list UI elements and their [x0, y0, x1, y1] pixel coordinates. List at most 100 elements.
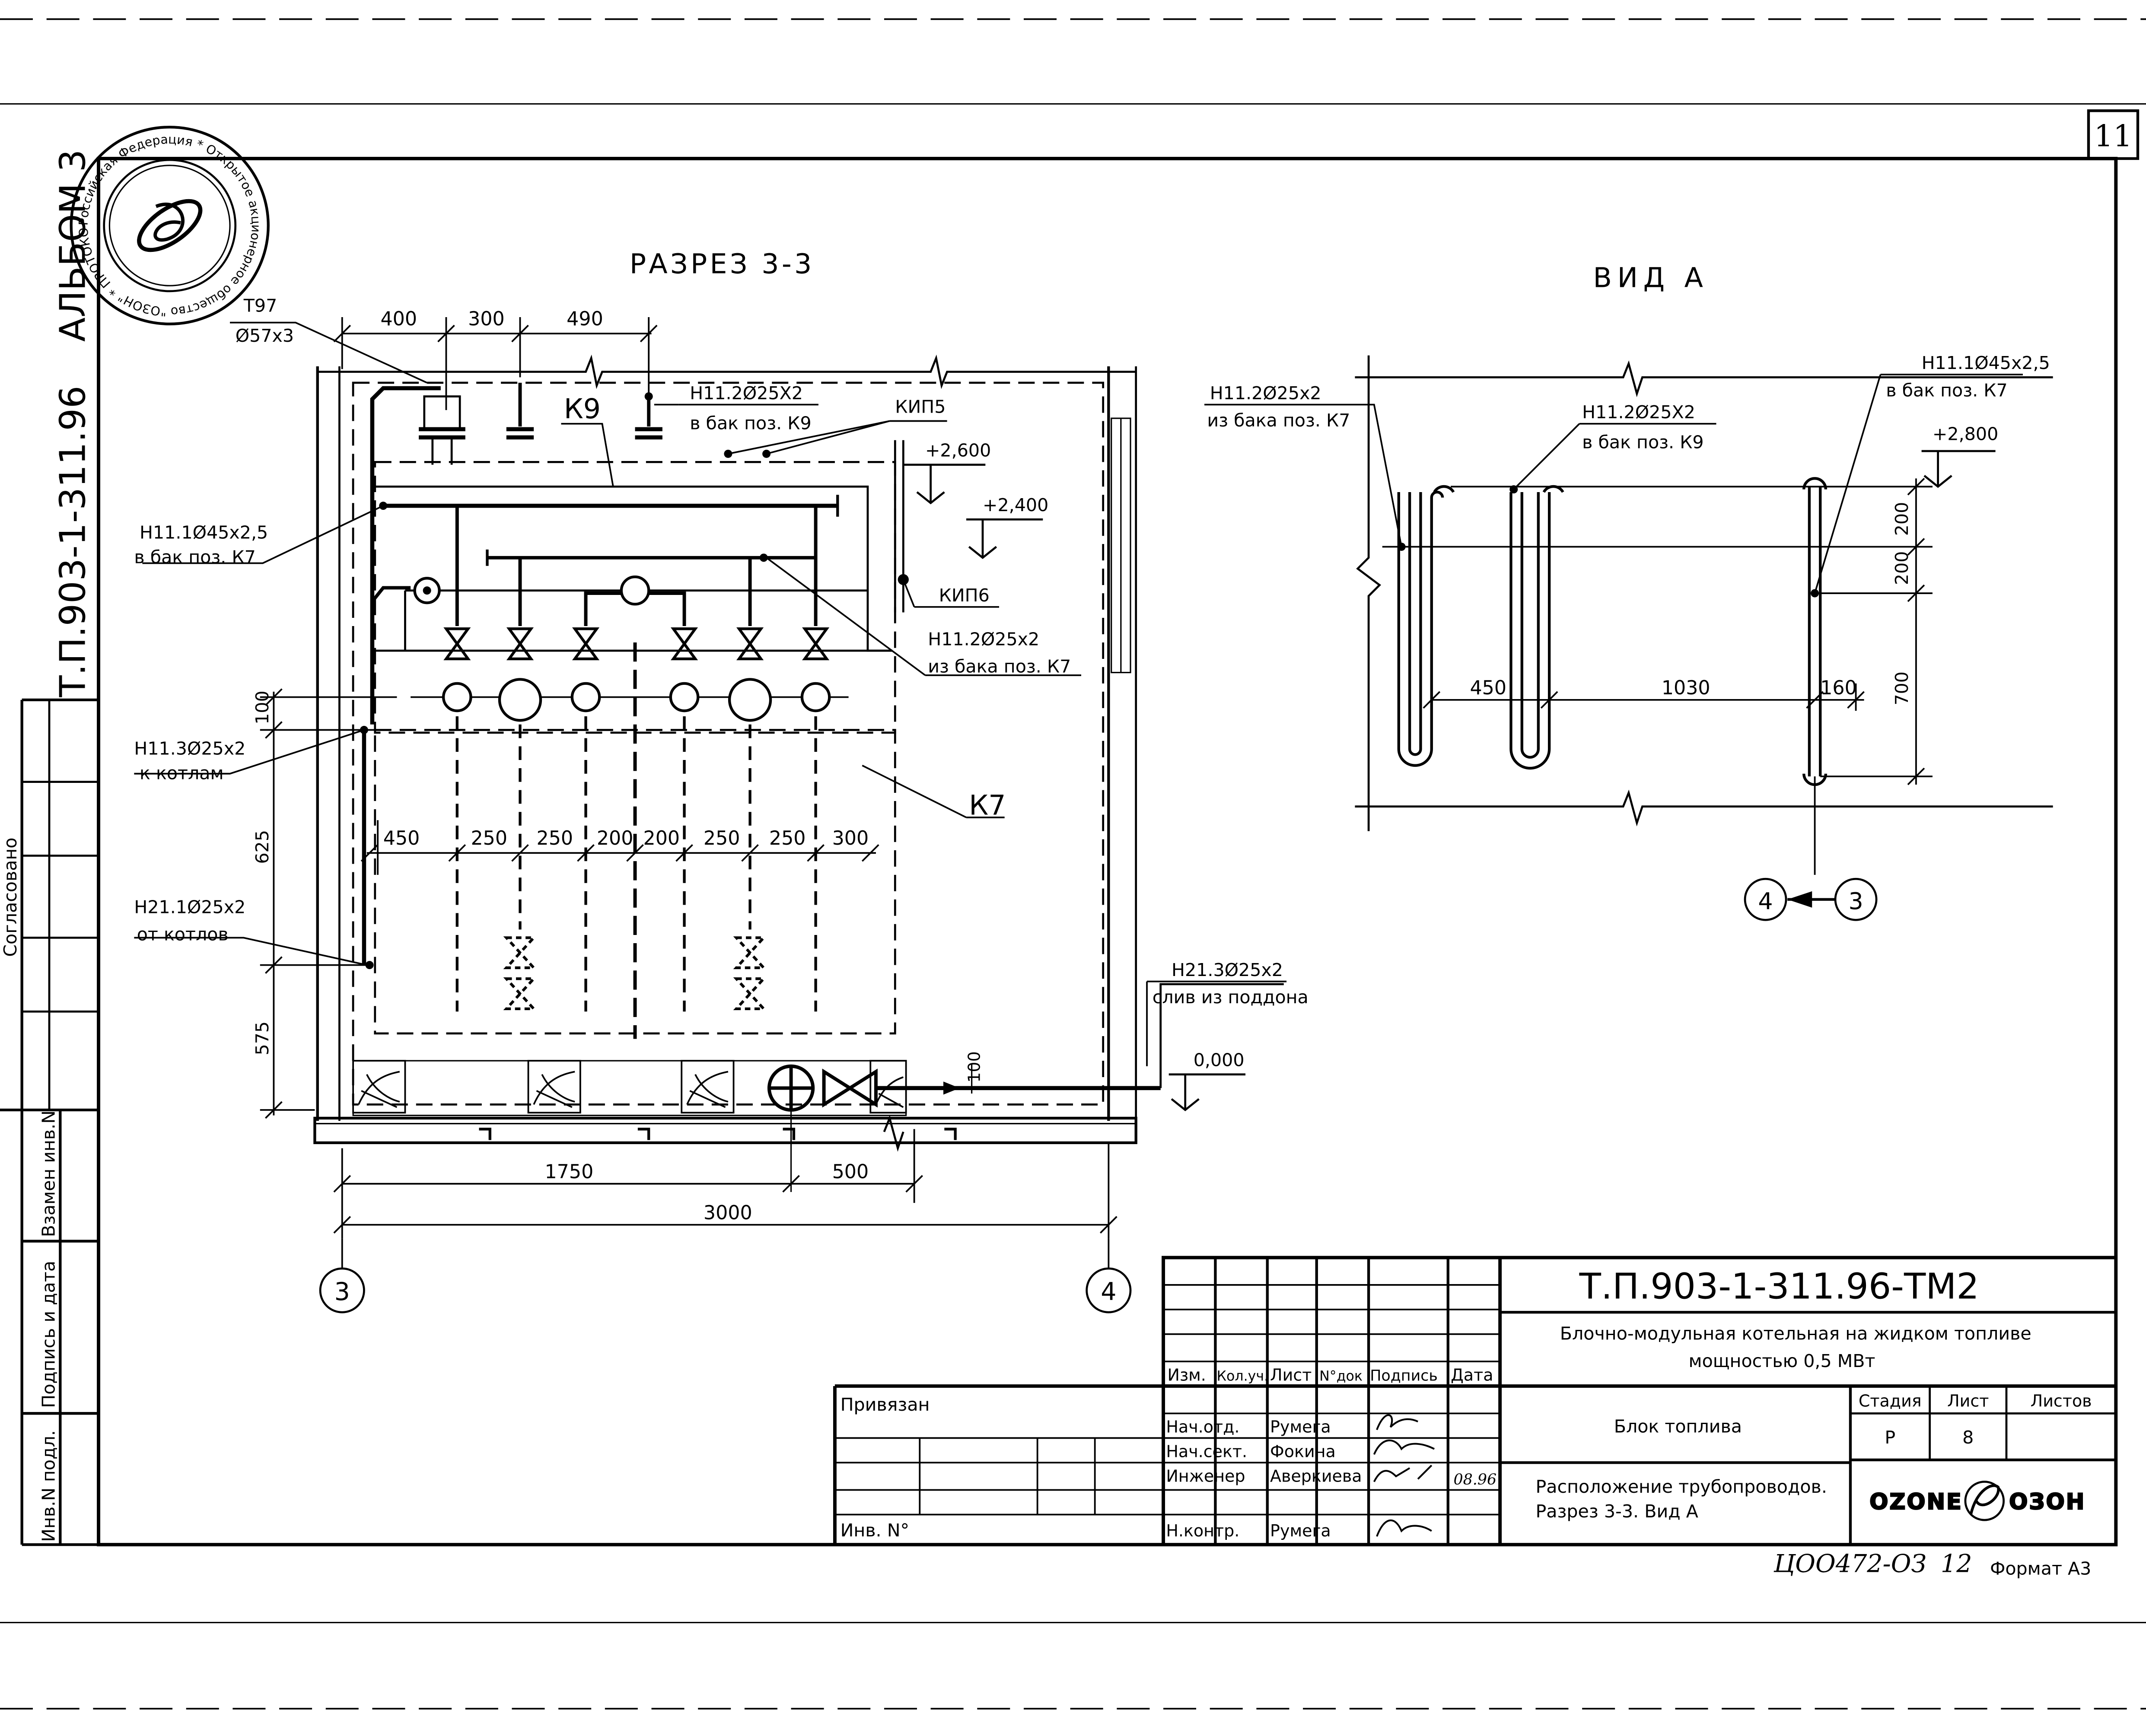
axis-3-label: 3	[334, 1278, 350, 1306]
col-header-date: Дата	[1451, 1365, 1493, 1384]
n112-top-note: в бак поз. К9	[690, 413, 811, 433]
sheet-header: Лист	[1947, 1392, 1989, 1411]
sheet-number-box	[2087, 109, 2140, 160]
dim-mid-1: 450	[383, 827, 420, 849]
stage-value: Р	[1885, 1427, 1895, 1448]
view-n111-note: в бак поз. К7	[1886, 380, 2007, 401]
n211-note: от котлов	[137, 924, 229, 945]
view-n112-mid-label: Н11.2Ø25Х2	[1582, 402, 1695, 423]
sheet-value: 8	[1962, 1427, 1974, 1448]
name-3: Аверкиева	[1270, 1467, 1362, 1486]
stage-header: Стадия	[1859, 1392, 1922, 1411]
format-label: Формат А3	[1990, 1558, 2091, 1579]
project-title-line-1: Блочно-модульная котельная на жидком топ…	[1560, 1323, 2031, 1344]
date-engineer: 08.96	[1453, 1471, 1496, 1488]
view-axis-4-label: 4	[1758, 887, 1773, 915]
role-1: Нач.отд.	[1166, 1418, 1239, 1437]
col-header-signature: Подпись	[1370, 1367, 1438, 1384]
dim-bottom-500: 500	[832, 1161, 869, 1183]
dim-total: 3000	[704, 1202, 752, 1224]
axis-4-label: 4	[1101, 1278, 1116, 1306]
kip5-label: КИП5	[895, 396, 946, 417]
view-dim-160: 160	[1820, 677, 1857, 699]
project-title-line-2: мощностью 0,5 МВт	[1689, 1351, 1875, 1371]
inv-no-label: Инв. N°	[841, 1520, 910, 1541]
dim-vert-625: 625	[252, 830, 273, 864]
name-2: Фокина	[1270, 1442, 1336, 1461]
view-n111-label: Н11.1Ø45х2,5	[1922, 353, 2050, 373]
n112-top-label: Н11.2Ø25Х2	[690, 383, 803, 404]
section-title: РАЗРЕЗ 3-3	[630, 248, 815, 280]
inv-original-label: Инв.N подл.	[38, 1430, 59, 1542]
dim-mid-2: 250	[471, 827, 507, 849]
n113-label: Н11.3Ø25х2	[134, 738, 245, 759]
dim-top-1: 400	[380, 308, 417, 330]
role-4: Н.контр.	[1166, 1521, 1239, 1540]
pipe-t97-label: Т97	[243, 295, 277, 316]
bottom-note-number: 12	[1941, 1549, 1972, 1578]
col-header-list: Лист	[1270, 1365, 1312, 1384]
dim-mid-8: 300	[832, 827, 869, 849]
organization-stamp: Российская Федерация * Открытое акционер…	[70, 126, 270, 325]
elev-2600: +2,600	[925, 440, 991, 461]
n113-note: к котлам	[140, 763, 224, 783]
view-elev-2800: +2,800	[1933, 424, 1998, 445]
n213-label: Н21.3Ø25х2	[1172, 960, 1283, 980]
dim-top-2: 300	[468, 308, 505, 330]
n111-note: в бак поз. К7	[134, 547, 255, 567]
n111-label: Н11.1Ø45х2,5	[140, 522, 268, 543]
name-1: Румега	[1270, 1418, 1331, 1437]
dim-vert-575: 575	[252, 1021, 273, 1055]
project-code-vertical: Т.П.903-1-311.96	[52, 386, 93, 698]
drawing-title-line-2: Разрез 3-3. Вид А	[1535, 1501, 1698, 1522]
view-a: ВИД А	[1204, 261, 2053, 921]
doc-code: Т.П.903-1-311.96-ТМ2	[1579, 1266, 1979, 1307]
block-name: Блок топлива	[1614, 1416, 1742, 1437]
view-n112-mid-note: в бак поз. К9	[1582, 432, 1703, 453]
view-dim-200-a: 200	[1891, 502, 1912, 536]
k9-label: К9	[564, 393, 601, 425]
privyazan-label: Привязан	[841, 1394, 930, 1415]
dim-mid-3: 250	[537, 827, 573, 849]
bottom-note-code: ЦОО472-ОЗ	[1773, 1549, 1926, 1578]
view-n112-left-label: Н11.2Ø25х2	[1210, 383, 1321, 404]
dim-mid-6: 250	[704, 827, 740, 849]
view-dim-700: 700	[1891, 671, 1912, 705]
view-n112-left-note: из бака поз. К7	[1207, 410, 1350, 431]
replacement-inv-label: Взамен инв.N	[38, 1110, 59, 1237]
view-axis-3-label: 3	[1848, 887, 1863, 915]
col-header-izm: Изм.	[1168, 1365, 1206, 1384]
col-header-koluch: Кол.уч.	[1217, 1368, 1269, 1384]
n213-note: слив из поддона	[1153, 987, 1309, 1008]
dim-vert-100: 100	[252, 690, 273, 724]
elev-2400: +2,400	[983, 495, 1048, 515]
view-dim-200-b: 200	[1891, 551, 1912, 585]
axis-3-bubble	[319, 1267, 365, 1313]
view-a-title: ВИД А	[1593, 261, 1708, 293]
sheet-number: 11	[2094, 119, 2133, 154]
k7-label: К7	[969, 789, 1006, 821]
dim-vert-100-right: 100	[965, 1051, 984, 1082]
sheets-header: Листов	[2031, 1392, 2092, 1411]
name-4: Румега	[1270, 1521, 1331, 1540]
n112-right-note: из бака поз. К7	[928, 656, 1071, 677]
logo-right-text: ОЗОН	[2009, 1489, 2086, 1514]
dim-mid-4: 200	[597, 827, 634, 849]
ozone-logo: OZONE ОЗОН	[1869, 1481, 2086, 1521]
n211-label: Н21.1Ø25х2	[134, 897, 245, 917]
col-header-ndok: N°док	[1319, 1368, 1363, 1384]
left-binding-strip: Согласовано Взамен инв.N Подпись и дата …	[0, 149, 99, 1546]
signature-date-label: Подпись и дата	[38, 1261, 59, 1408]
view-dim-1030: 1030	[1662, 677, 1710, 699]
view-axis-4-bubble	[1744, 878, 1787, 921]
dim-top-3: 490	[567, 308, 603, 330]
kip6-label: КИП6	[939, 585, 990, 606]
role-3: Инженер	[1166, 1467, 1245, 1486]
agreed-label: Согласовано	[0, 837, 21, 957]
elev-0000: 0,000	[1194, 1050, 1245, 1071]
section-3-3: РАЗРЕЗ 3-3	[134, 248, 1309, 1313]
role-2: Нач.сект.	[1166, 1442, 1247, 1461]
title-block: Изм. Кол.уч. Лист N°док Подпись Дата Нач…	[833, 1256, 2116, 1545]
dim-bottom-1750: 1750	[545, 1161, 594, 1183]
